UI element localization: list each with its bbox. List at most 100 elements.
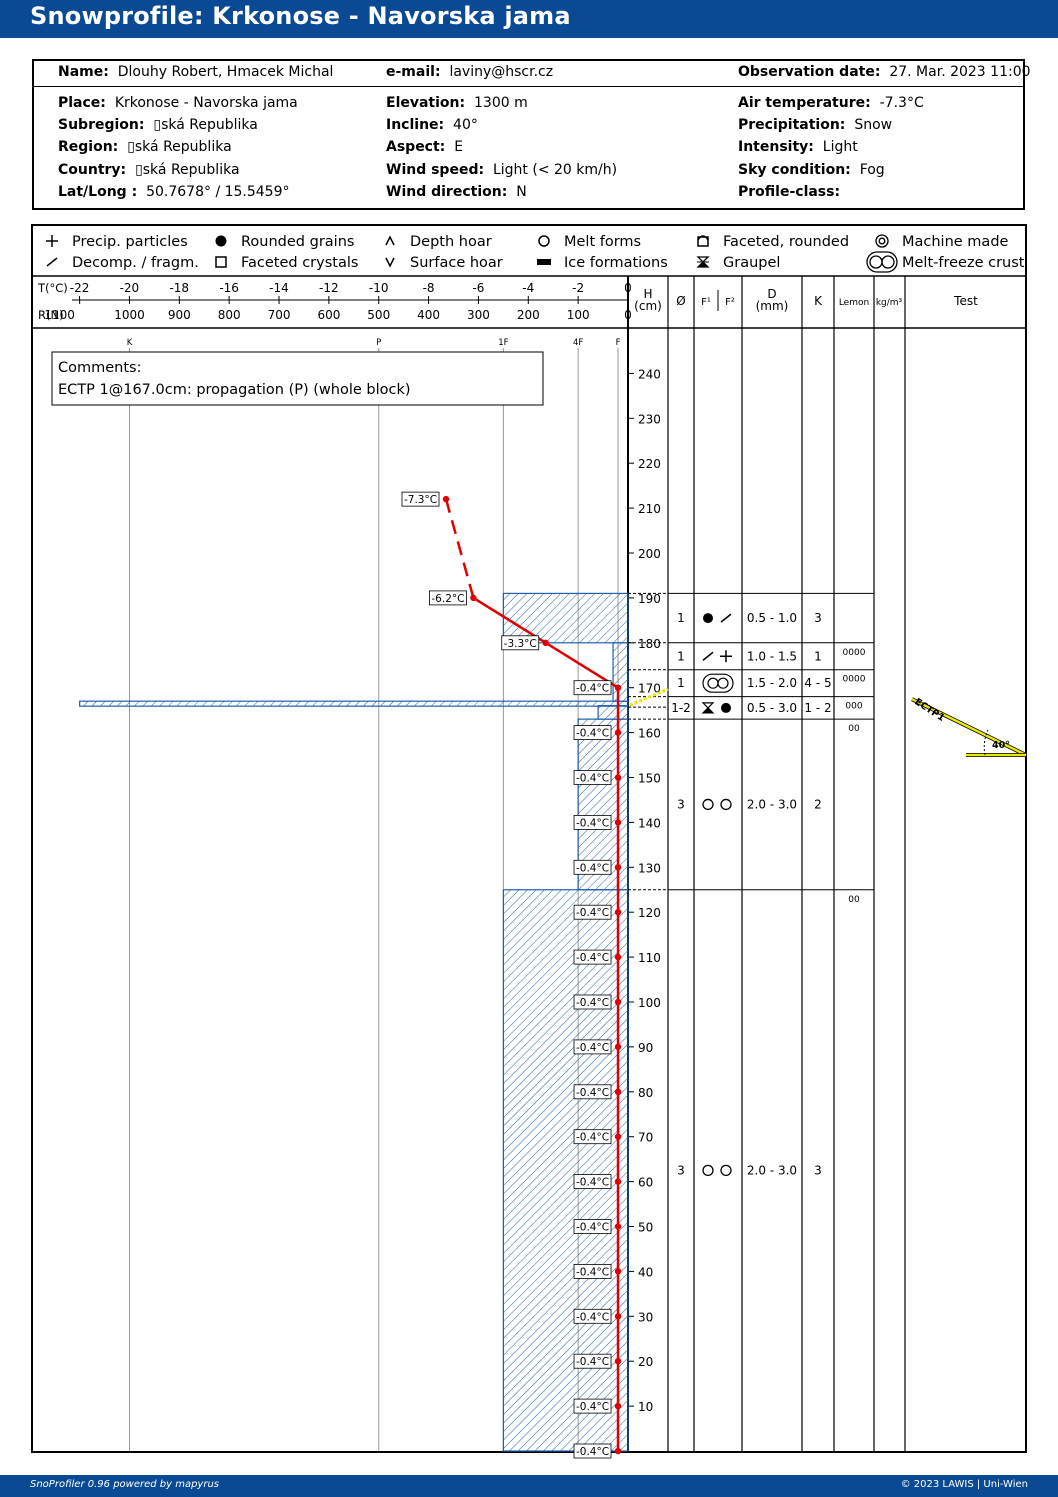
grain-melt-icon <box>720 798 732 811</box>
layer-grain-size: 0.5 - 1.0 <box>747 611 797 625</box>
temperature-label-box <box>573 680 612 696</box>
temperature-point <box>542 639 549 646</box>
temperature-line <box>444 498 475 599</box>
hardness-tick-label: 800 <box>218 308 241 322</box>
temperature-label-box <box>429 590 467 606</box>
oval <box>866 251 898 273</box>
layer-hardness: 3 <box>814 1163 822 1177</box>
test-angle-arc <box>983 729 989 756</box>
elevation-field: Elevation: 1300 m <box>386 95 528 111</box>
hardness-index-label: P <box>376 338 381 348</box>
height-tick-label: 180 <box>638 637 661 651</box>
height-tick-label: 170 <box>638 682 661 696</box>
temperature-point <box>614 819 622 826</box>
hardness-tick-label: 1100 <box>44 308 75 322</box>
c1 <box>869 255 883 269</box>
region-field: Region: ▯ská Republika <box>58 139 232 155</box>
column-header: Ø <box>676 294 685 308</box>
hardness-tick-label: 700 <box>268 308 291 322</box>
layer-hardness: 4 - 5 <box>804 676 831 690</box>
temperature-point <box>614 1133 622 1140</box>
temperature-label: -6.2°C <box>431 593 464 605</box>
temperature-label: -0.4°C <box>576 1311 609 1323</box>
legend-label: Depth hoar <box>410 234 492 250</box>
temp-tick-label: -4 <box>522 281 534 295</box>
observation-info-box: Name: Dlouhy Robert, Hmacek Michal e-mai… <box>32 59 1031 210</box>
hardness-axis-label: R(N) <box>38 308 64 322</box>
temperature-point <box>614 774 622 781</box>
temperature-point <box>614 1447 622 1455</box>
grain-melt-icon <box>702 798 714 811</box>
temperature-point <box>614 1402 622 1410</box>
temperature-point <box>614 1223 622 1230</box>
temperature-point <box>614 684 622 691</box>
grain-melt-icon <box>720 1164 732 1177</box>
grain-decomp-icon <box>720 613 732 623</box>
comments-frame <box>51 351 544 406</box>
hardness-tick-label: 1000 <box>114 308 145 322</box>
title-bar: Snowprofile: Krkonose - Navorska jama <box>0 0 1058 38</box>
square-icon <box>215 256 227 268</box>
temperature-label: -3.3°C <box>504 638 537 650</box>
temperature-label-box <box>573 1084 612 1100</box>
temperature-label: -0.4°C <box>576 1401 609 1413</box>
grain-rounded-icon <box>703 613 713 624</box>
temperature-label-box <box>573 1308 612 1324</box>
height-tick-label: 30 <box>638 1310 653 1324</box>
sky-field: Sky condition: Fog <box>738 162 885 178</box>
temp-tick-label: -10 <box>369 281 389 295</box>
grain-rounded-icon <box>721 702 731 713</box>
column-header: D <box>767 287 776 301</box>
precip-field: Precipitation: Snow <box>738 117 893 133</box>
temperature-label: -0.4°C <box>576 997 609 1009</box>
hardness-tick-label: 500 <box>367 308 390 322</box>
tri2 <box>696 261 710 268</box>
hardness-layer <box>79 700 629 707</box>
footer-right: © 2023 LAWIS | Uni-Wien <box>900 1479 1028 1490</box>
temperature-label: -0.4°C <box>576 1266 609 1278</box>
test-slope <box>911 698 1027 757</box>
temperature-point <box>442 495 450 503</box>
temperature-label-box <box>573 994 612 1010</box>
email-value: laviny@hscr.cz <box>449 64 554 80</box>
layer-grain-size: 1.5 - 2.0 <box>747 676 797 690</box>
height-tick-label: 20 <box>638 1355 653 1369</box>
temperature-point <box>614 1268 622 1275</box>
temperature-label: -0.4°C <box>576 907 609 919</box>
layer-wetness: 1 <box>677 676 685 690</box>
temp-tick-label: -14 <box>269 281 289 295</box>
height-tick-label: 50 <box>638 1221 653 1235</box>
comments-title: Comments: <box>58 360 141 376</box>
layer-wetness: 1-2 <box>671 701 691 715</box>
subregion-field: Subregion: ▯ská Republika <box>58 117 258 133</box>
legend-label: Rounded grains <box>241 234 354 250</box>
double-circle-icon <box>875 234 889 248</box>
hardness-tick-label: 100 <box>567 308 590 322</box>
temperature-label-box <box>573 949 612 965</box>
temp-tick-label: -2 <box>572 281 584 295</box>
height-tick-label: 80 <box>638 1086 653 1100</box>
legend-label: Faceted, rounded <box>723 234 849 250</box>
legend-label: Precip. particles <box>72 234 188 250</box>
grain-graupel-icon <box>701 707 715 714</box>
temperature-label: -0.4°C <box>576 1222 609 1234</box>
ring <box>538 235 550 247</box>
height-tick-label: 150 <box>638 772 661 786</box>
height-tick-label: 210 <box>638 502 661 516</box>
height-tick-label: 60 <box>638 1176 653 1190</box>
layer-hardness: 1 <box>814 649 822 663</box>
temperature-label-box <box>573 1219 612 1234</box>
legend-label: Surface hoar <box>410 255 503 271</box>
temp-tick-label: -12 <box>319 281 339 295</box>
temperature-label-box <box>573 1039 612 1055</box>
column-header: K <box>814 294 823 308</box>
chart-frame <box>31 224 1027 1453</box>
temperature-point <box>470 594 477 602</box>
legend-label: Melt-freeze crust <box>902 255 1025 271</box>
melt-freeze-icon <box>866 251 898 273</box>
layer-lemon: 00 <box>848 724 860 734</box>
temperature-label-box <box>573 1443 612 1459</box>
hardness-index-label: F <box>616 338 621 348</box>
windspeed-field: Wind speed: Light (< 20 km/h) <box>386 162 618 178</box>
